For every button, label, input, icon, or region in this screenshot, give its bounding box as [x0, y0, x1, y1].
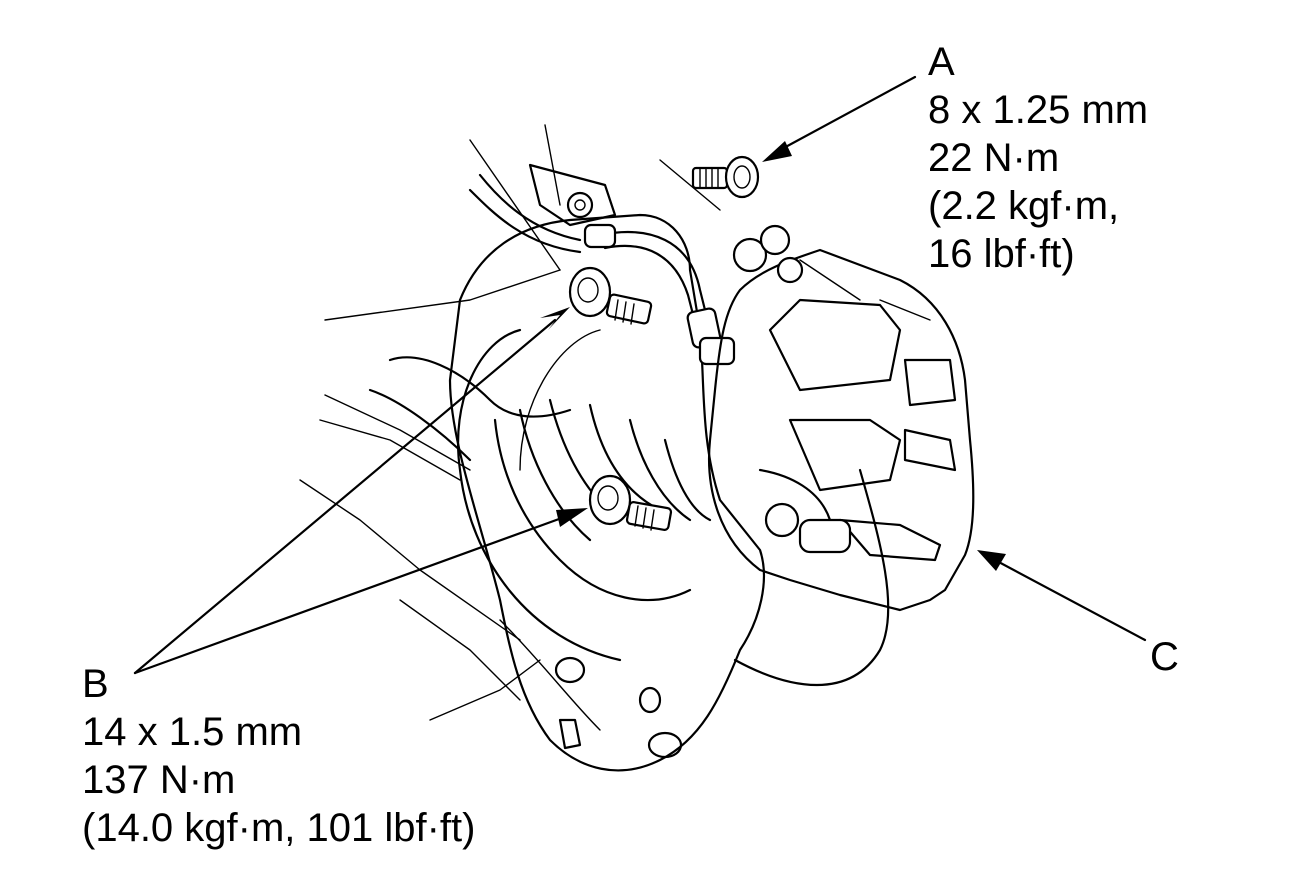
suspension-background-lines	[299, 124, 721, 721]
hose-bracket	[528, 163, 617, 249]
callout-b-torque-kgfm-lbfft: (14.0 kgf·m, 101 lbf·ft)	[82, 806, 476, 850]
callout-a-size: 8 x 1.25 mm	[928, 88, 1149, 132]
callout-a-torque-kgfm: (2.2 kgf·m,	[928, 184, 1120, 228]
callout-a-letter: A	[928, 40, 955, 84]
bolt-a	[691, 155, 760, 199]
knuckle-hole	[554, 656, 586, 684]
bolt-b-lower	[588, 474, 673, 531]
brake-disc	[456, 328, 890, 687]
brake-caliper	[708, 224, 975, 612]
leader-line-c	[977, 550, 1147, 642]
callout-c: C	[1150, 633, 1179, 681]
leader-line-b-lower	[133, 508, 588, 675]
callout-b-torque-nm: 137 N·m	[82, 758, 236, 802]
callout-b: B 14 x 1.5 mm 137 N·m (14.0 kgf·m, 101 l…	[82, 660, 475, 852]
steering-knuckle	[448, 213, 766, 772]
leader-line-a	[762, 75, 917, 162]
callout-b-letter: B	[82, 662, 109, 706]
callout-a-torque-nm: 22 N·m	[928, 136, 1060, 180]
callout-a: A 8 x 1.25 mm 22 N·m (2.2 kgf·m, 16 lbf·…	[928, 38, 1148, 278]
callout-c-letter: C	[1150, 635, 1179, 679]
callout-a-torque-lbfft: 16 lbf·ft)	[928, 232, 1075, 276]
callout-b-size: 14 x 1.5 mm	[82, 710, 303, 754]
bolt-b-upper	[568, 266, 653, 325]
brake-hose	[468, 173, 736, 366]
leader-line-b-upper	[133, 307, 570, 675]
cv-joint-boot	[368, 356, 712, 602]
